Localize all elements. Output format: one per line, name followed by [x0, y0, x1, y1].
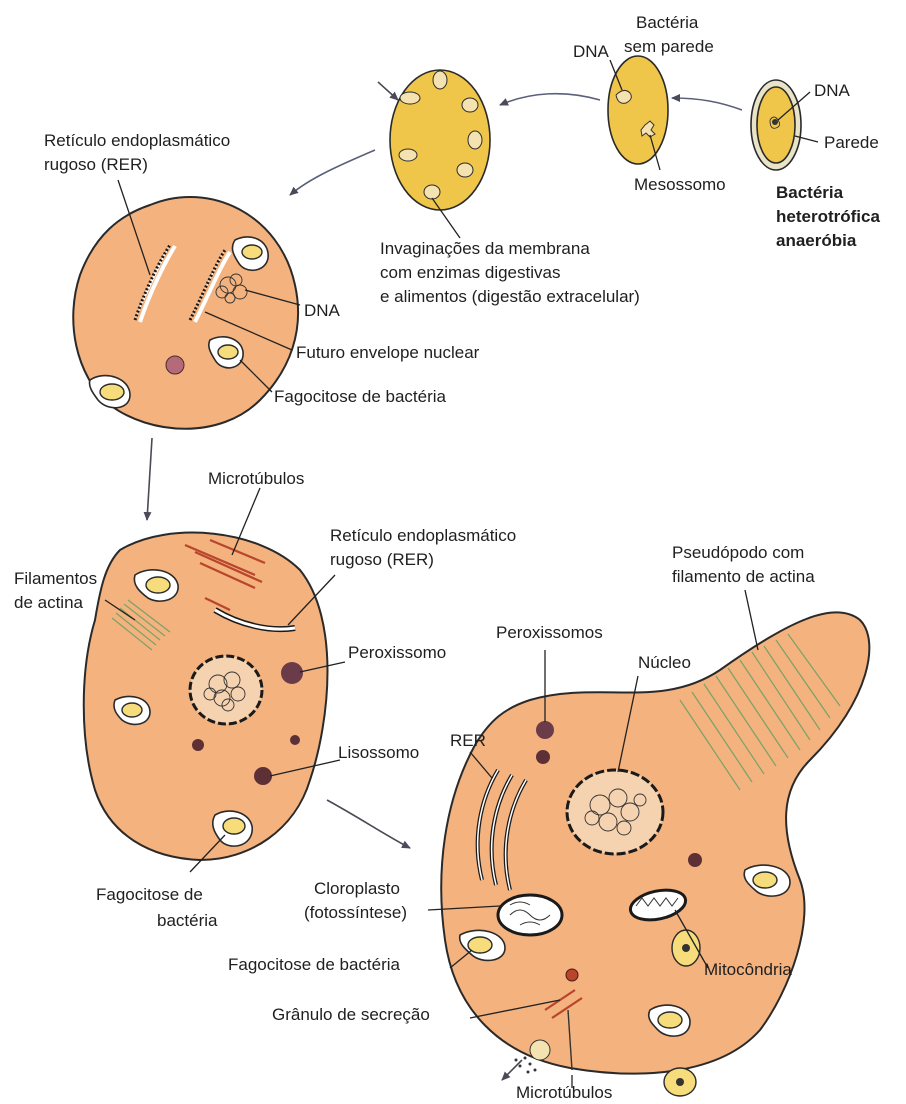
bacteria-no-wall-label-2: sem parede: [624, 37, 714, 56]
invag-label-2: com enzimas digestivas: [380, 263, 560, 282]
dna-label-2: DNA: [814, 81, 851, 100]
bacteria-title-1: Bactéria: [776, 183, 844, 202]
parede-label: Parede: [824, 133, 879, 152]
mitocondria-label: Mitocôndria: [704, 960, 792, 979]
bacteria-title-3: anaeróbia: [776, 231, 857, 250]
rer-label-1b: rugoso (RER): [44, 155, 148, 174]
peroxissomo-label: Peroxissomo: [348, 643, 446, 662]
rer-label-1a: Retículo endoplasmático: [44, 131, 230, 150]
fagocitose-label-2b: bactéria: [157, 911, 218, 930]
dna-label-1: DNA: [573, 42, 610, 61]
mesossomo-label: Mesossomo: [634, 175, 726, 194]
pseudopodo-label-a: Pseudópodo com: [672, 543, 804, 562]
microtubulos-label-2: Microtúbulos: [516, 1083, 612, 1102]
bacteria-no-wall-label-1: Bactéria: [636, 13, 699, 32]
invag-label-1: Invaginações da membrana: [380, 239, 590, 258]
lisossomo-label: Lisossomo: [338, 743, 419, 762]
filamentos-label-b: de actina: [14, 593, 84, 612]
fagocitose-label-2a: Fagocitose de: [96, 885, 203, 904]
pseudopodo-label-b: filamento de actina: [672, 567, 815, 586]
cell-stage-6: [441, 612, 869, 1096]
rer-label-2a: Retículo endoplasmático: [330, 526, 516, 545]
invaginated-cell: [390, 70, 490, 210]
wallless-bacterium: [608, 56, 668, 164]
filamentos-label-a: Filamentos: [14, 569, 97, 588]
granulo-label: Grânulo de secreção: [272, 1005, 430, 1024]
fagocitose-label-3: Fagocitose de bactéria: [228, 955, 401, 974]
cloroplasto-label-a: Cloroplasto: [314, 879, 400, 898]
peroxissomos-label: Peroxissomos: [496, 623, 603, 642]
dna-label-3: DNA: [304, 301, 341, 320]
cell-stage-5: [84, 533, 328, 860]
fagocitose-label-1: Fagocitose de bactéria: [274, 387, 447, 406]
nucleo-label: Núcleo: [638, 653, 691, 672]
walled-bacterium: [751, 80, 801, 170]
cell-stage-4: [73, 197, 298, 429]
cloroplasto-label-b: (fotossíntese): [304, 903, 407, 922]
bacteria-title-2: heterotrófica: [776, 207, 880, 226]
rer-label-3: RER: [450, 731, 486, 750]
futuro-envelope-label: Futuro envelope nuclear: [296, 343, 480, 362]
microtubulos-label-1: Microtúbulos: [208, 469, 304, 488]
invag-label-3: e alimentos (digestão extracelular): [380, 287, 640, 306]
rer-label-2b: rugoso (RER): [330, 550, 434, 569]
